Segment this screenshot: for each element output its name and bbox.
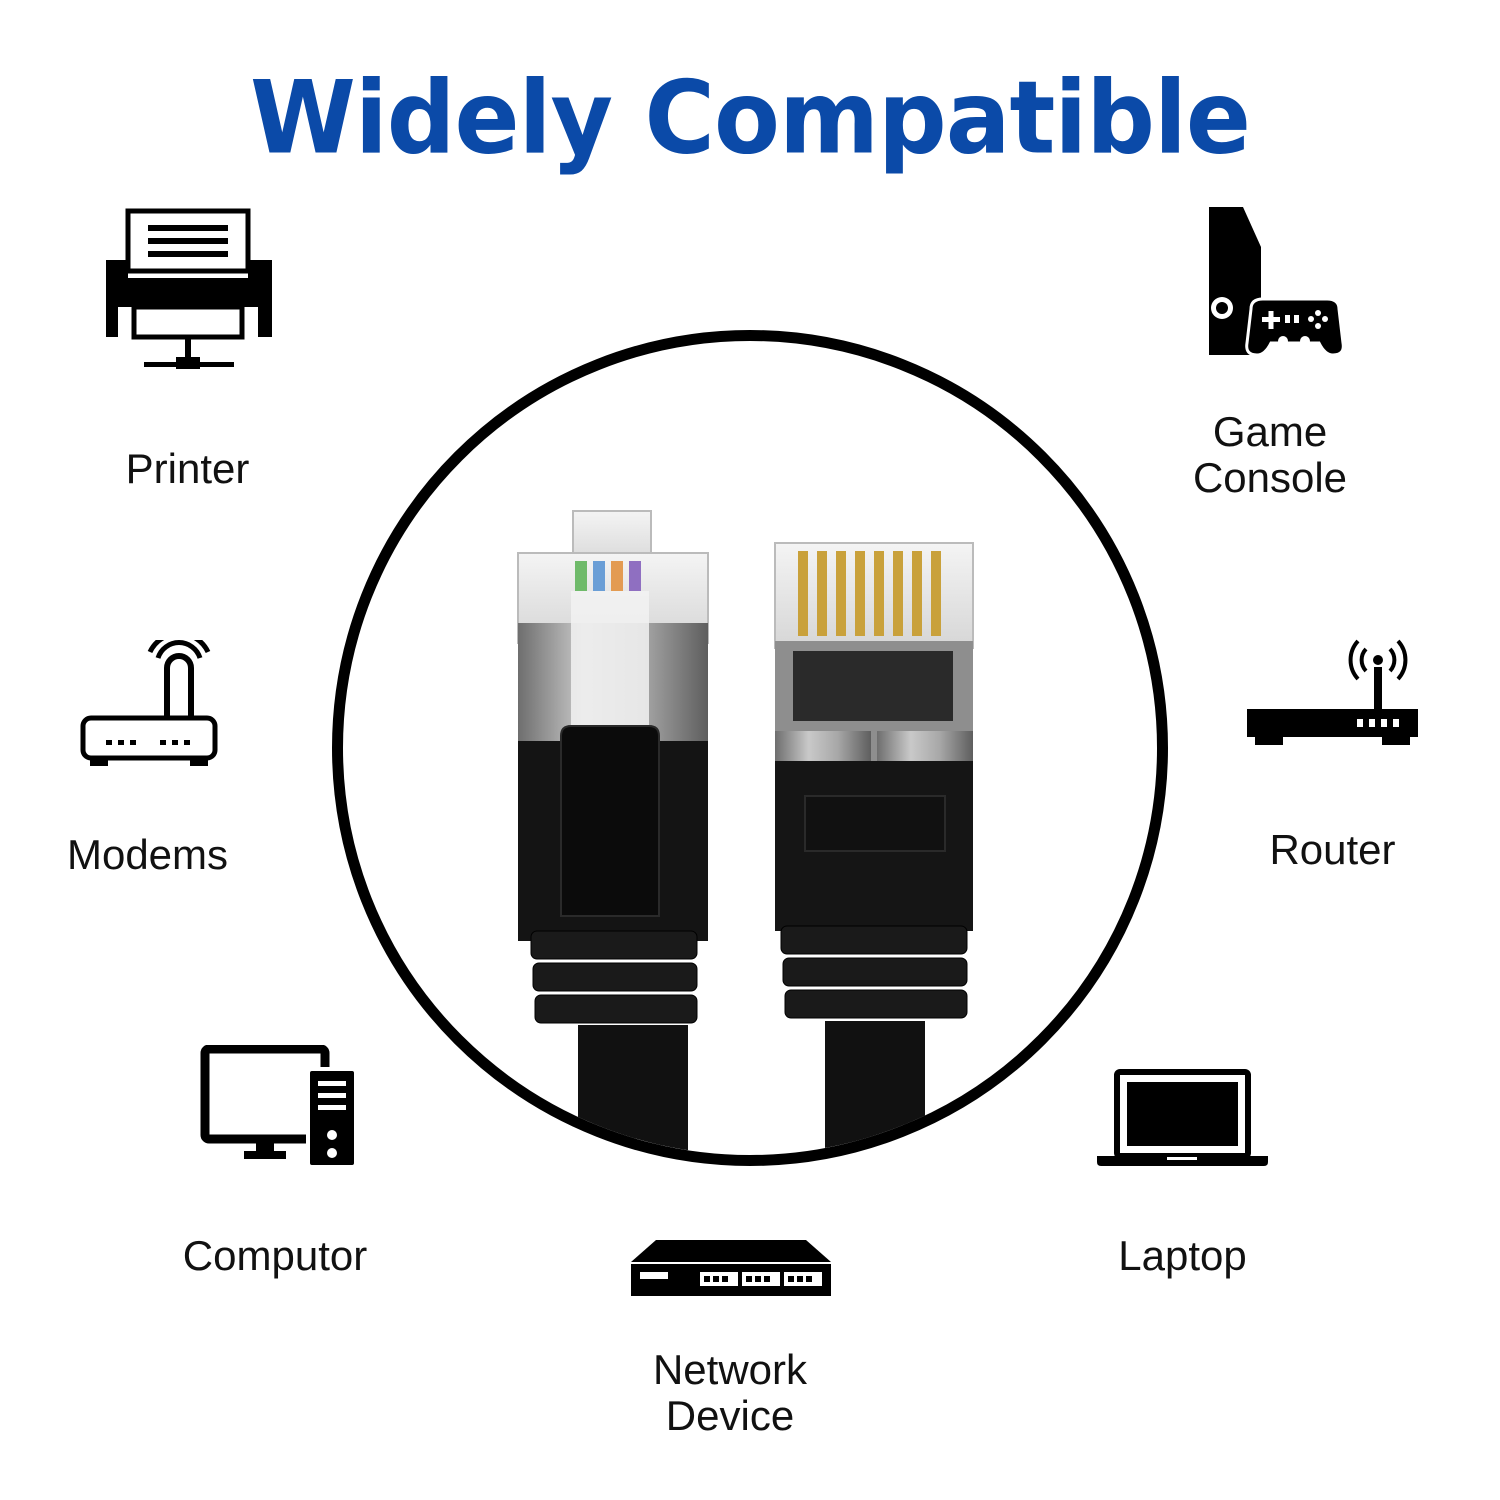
game-console-label-line2: Console	[1192, 454, 1348, 501]
network-device-label: Network Device	[615, 1347, 845, 1439]
modems-label: Modems	[66, 831, 229, 878]
router-label: Router	[1269, 826, 1396, 873]
laptop-icon	[1097, 1069, 1268, 1166]
computor-label: Computor	[182, 1232, 368, 1279]
network-device-label-line2: Device	[665, 1392, 795, 1439]
game-console-icon	[1209, 207, 1345, 357]
computer-icon	[200, 1045, 358, 1169]
left-connector	[517, 510, 709, 1155]
rj45-connectors-image	[517, 510, 974, 1155]
connectors-circle	[332, 330, 1168, 1166]
laptop-label: Laptop	[1118, 1232, 1247, 1279]
modem-icon	[80, 640, 218, 766]
network-device-label-line1: Network	[652, 1346, 808, 1393]
game-console-label: Game Console	[1160, 409, 1380, 501]
game-console-label-line1: Game	[1212, 408, 1328, 455]
printer-icon	[106, 208, 272, 369]
page-title: Widely Compatible	[250, 59, 1251, 177]
printer-label: Printer	[125, 445, 250, 492]
network-switch-icon	[631, 1240, 831, 1296]
router-icon	[1247, 639, 1418, 745]
right-connector	[774, 542, 974, 1155]
